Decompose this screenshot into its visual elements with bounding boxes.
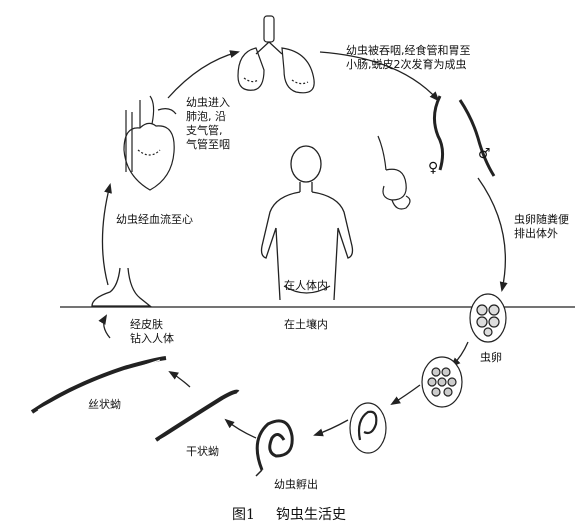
arrow-hatch-to-rhabditiform [224,418,257,439]
label-inside-body: 在人体内 [284,279,328,292]
hatching-larva [255,419,294,477]
arrow-egg3-to-hatch [313,419,349,437]
female-symbol: ♀ [428,160,439,176]
label-larva-hatching: 幼虫孵出 [274,478,318,491]
arrow-filariform-to-skin [98,314,111,339]
figure-title: 钩虫生活史 [276,507,346,523]
arrow-foot-to-heart [101,183,112,286]
egg-stage-3 [349,402,387,454]
foot-icon [91,267,152,307]
label-lung-migration: 幼虫进入 肺泡, 沿 支气管, 气管至咽 [186,96,230,151]
label-filariform-larva: 丝状蚴 [88,398,121,411]
label-rhabditiform-larva: 干状蚴 [186,445,219,458]
adult-male-worm [458,99,496,177]
male-symbol: ♂ [478,146,491,162]
label-skin-penetration: 经皮肤 钻入人体 [130,318,174,345]
label-swallowed-larva: 幼虫被吞咽,经食管和胃至 小肠,蜕皮2次发育为成虫 [346,44,471,71]
arrow-egg2-to-egg3 [390,384,421,406]
lungs-icon [237,15,315,94]
figure-number: 图1 [232,507,255,523]
arrow-rhabditiform-to-filariform [168,370,191,388]
arrow-lungs-to-intestine [319,51,440,102]
arrow-heart-to-lungs [167,50,240,99]
arrow-adult-to-eggs [477,177,508,292]
intestine-icon [377,135,411,210]
heart-icon [123,95,177,191]
egg-stage-1 [469,293,507,343]
label-eggs-excreted: 虫卵随粪便 排出体外 [514,213,569,240]
filariform-larva [30,356,167,414]
egg-stage-2 [421,356,463,408]
label-egg: 虫卵 [480,351,502,364]
cycle-arrows [98,50,508,439]
human-figure [260,145,354,301]
label-blood-to-heart: 幼虫经血流至心 [116,213,193,226]
adult-female-worm [433,95,445,171]
rhabditiform-larva [154,389,240,442]
label-in-soil: 在土壤内 [284,318,328,331]
